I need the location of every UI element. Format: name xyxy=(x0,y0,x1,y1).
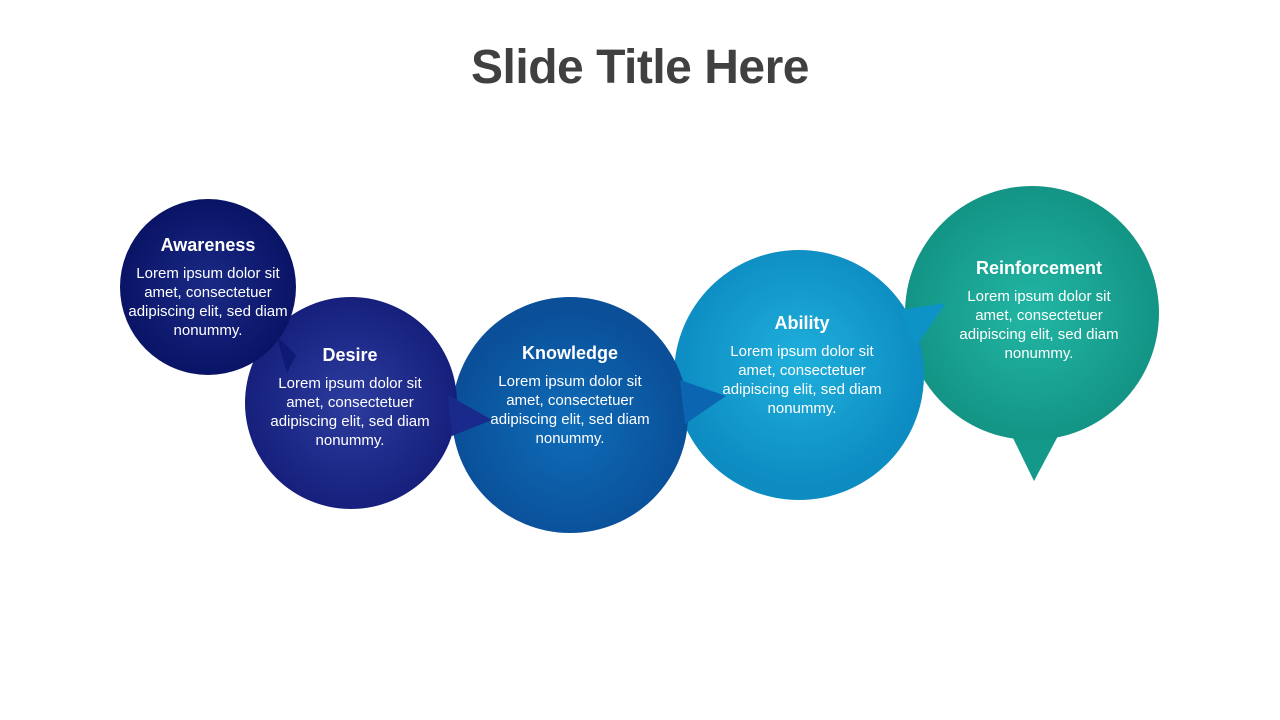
node-title: Knowledge xyxy=(521,343,618,363)
node-body: Lorem ipsum dolor sit amet, consectetuer… xyxy=(490,373,650,447)
node-title: Reinforcement xyxy=(975,258,1103,278)
node-body: Lorem ipsum dolor sit amet, consectetuer… xyxy=(270,375,430,449)
node-body: Lorem ipsum dolor sit amet, consectetuer… xyxy=(128,265,288,339)
node-ability: Ability Lorem ipsum dolor sit amet, cons… xyxy=(718,313,886,418)
node-title: Awareness xyxy=(160,235,256,255)
node-reinforcement: Reinforcement Lorem ipsum dolor sit amet… xyxy=(954,258,1124,363)
node-title: Desire xyxy=(322,345,378,365)
bubble-reinforcement xyxy=(905,186,1159,481)
node-title: Ability xyxy=(774,313,830,333)
slide-title: Slide Title Here xyxy=(471,41,809,94)
bubble-awareness xyxy=(120,199,296,375)
bubble-knowledge xyxy=(452,297,726,533)
node-desire: Desire Lorem ipsum dolor sit amet, conse… xyxy=(266,345,434,450)
node-body: Lorem ipsum dolor sit amet, consectetuer… xyxy=(959,288,1119,362)
bubble-desire xyxy=(245,297,492,509)
bubble-ability xyxy=(674,250,946,500)
node-awareness: Awareness Lorem ipsum dolor sit amet, co… xyxy=(120,235,296,340)
node-body: Lorem ipsum dolor sit amet, consectetuer… xyxy=(722,343,882,417)
node-knowledge: Knowledge Lorem ipsum dolor sit amet, co… xyxy=(486,343,654,448)
